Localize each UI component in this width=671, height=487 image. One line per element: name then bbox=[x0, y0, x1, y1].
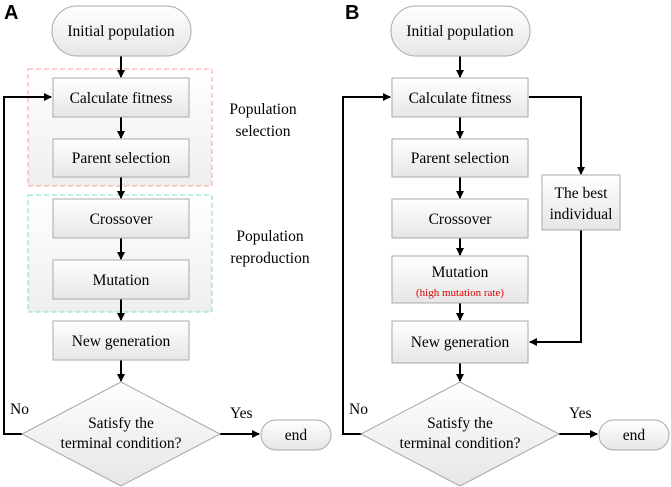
b-new-generation-node bbox=[391, 320, 529, 364]
end-label: end bbox=[285, 427, 308, 444]
yes-label: Yes bbox=[230, 405, 253, 422]
b-terminal-condition-node bbox=[359, 381, 561, 487]
b-mutation-note: (high mutation rate) bbox=[416, 287, 504, 299]
loop-back-arrow bbox=[3, 93, 52, 435]
b-best-individual-label-2: individual bbox=[550, 206, 613, 223]
b-parent-selection-label: Parent selection bbox=[411, 150, 510, 167]
b-yes-label: Yes bbox=[569, 405, 592, 422]
initial-population-label: Initial population bbox=[67, 23, 174, 40]
terminal-condition-node bbox=[20, 381, 222, 487]
b-new-generation-label: New generation bbox=[411, 334, 510, 351]
population-selection-label-1: Population bbox=[229, 101, 296, 118]
mutation-node bbox=[52, 259, 190, 300]
b-initial-population-node bbox=[390, 5, 531, 57]
population-reproduction-label-2: reproduction bbox=[230, 250, 309, 267]
parent-selection-label: Parent selection bbox=[72, 150, 171, 167]
b-end-label: end bbox=[623, 427, 646, 444]
parent-selection-node bbox=[52, 138, 190, 178]
new-generation-label: New generation bbox=[72, 333, 171, 350]
b-mutation-label: Mutation bbox=[432, 264, 489, 281]
b-crossover-node bbox=[391, 198, 529, 239]
b-arrow-calc-to-best bbox=[529, 96, 585, 175]
end-node bbox=[260, 419, 332, 451]
panel-b: B No Yes Initial population Calculate fi… bbox=[342, 2, 670, 487]
b-crossover-label: Crossover bbox=[429, 211, 493, 228]
crossover-label: Crossover bbox=[90, 211, 154, 228]
panel-b-letter: B bbox=[345, 2, 359, 24]
b-arrow-best-to-newgen bbox=[529, 230, 582, 346]
panel-a-letter: A bbox=[4, 2, 18, 24]
b-best-individual-node bbox=[541, 174, 621, 231]
b-initial-population-label: Initial population bbox=[406, 23, 513, 40]
calculate-fitness-label: Calculate fitness bbox=[70, 90, 173, 107]
terminal-condition-label-1: Satisfy the bbox=[88, 415, 154, 432]
b-terminal-condition-label-1: Satisfy the bbox=[427, 415, 493, 432]
crossover-node bbox=[52, 198, 190, 239]
b-calculate-fitness-label: Calculate fitness bbox=[409, 90, 512, 107]
mutation-label: Mutation bbox=[93, 272, 150, 289]
b-mutation-node bbox=[391, 255, 529, 304]
b-no-label: No bbox=[349, 401, 368, 418]
b-calculate-fitness-node bbox=[391, 77, 529, 118]
b-terminal-condition-label-2: terminal condition? bbox=[400, 435, 521, 452]
no-label: No bbox=[10, 401, 29, 418]
b-best-individual-label-1: The best bbox=[555, 185, 609, 202]
population-reproduction-label-1: Population bbox=[236, 228, 303, 245]
terminal-condition-label-2: terminal condition? bbox=[61, 435, 182, 452]
b-parent-selection-node bbox=[391, 138, 529, 178]
initial-population-node bbox=[51, 5, 192, 57]
population-selection-label-2: selection bbox=[235, 123, 290, 140]
b-end-node bbox=[598, 419, 670, 451]
calculate-fitness-node bbox=[52, 77, 190, 118]
new-generation-node bbox=[52, 320, 190, 361]
b-loop-back-arrow bbox=[342, 93, 391, 435]
panel-a: A Population selection Population reprod… bbox=[3, 2, 332, 487]
